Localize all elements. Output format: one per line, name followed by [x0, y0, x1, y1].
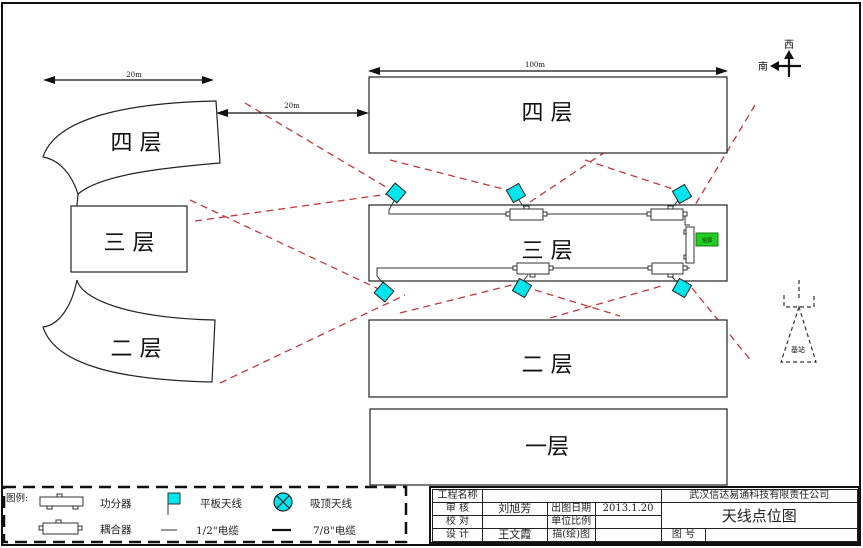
- coverage-line: [584, 159, 683, 193]
- dimension-left-label: 20m: [126, 71, 142, 79]
- base-station: 基站: [780, 280, 817, 363]
- drawing-no-label: 图 号: [660, 528, 707, 542]
- signal-source: 信源: [695, 232, 719, 247]
- main-building-4f-label: 四 层: [522, 101, 573, 126]
- main-building-3f-label: 三 层: [522, 239, 573, 264]
- scale-label: 单位比例: [546, 515, 596, 529]
- arrow-up-icon: [784, 50, 794, 59]
- coupler: [647, 262, 688, 278]
- main-building-2f: 二 层: [368, 319, 728, 398]
- dimension-gap: 20m: [216, 102, 369, 117]
- power-splitter-legend-icon: [39, 496, 84, 507]
- legend-title: 图例:: [6, 493, 29, 504]
- ceiling-antenna-legend-icon: [273, 492, 293, 512]
- panel-antenna-icon: [385, 182, 407, 204]
- legend-label-half-inch-cable: 1/2"电缆: [196, 525, 239, 537]
- legend-box: [2, 485, 408, 544]
- power-splitter: [505, 205, 548, 221]
- main-building-1f-label: 一层: [525, 435, 569, 460]
- company-name: 武汉信达易通科技有限责任公司: [660, 489, 859, 503]
- left-building-2f-label: 二 层: [111, 337, 162, 362]
- legend-label-seven-eighths-cable: 7/8"电缆: [313, 525, 356, 537]
- legend-label-power-splitter: 功分器: [100, 498, 132, 510]
- panel-antenna-icon: [511, 277, 533, 299]
- dimension-gap-label: 20m: [284, 102, 300, 110]
- legend-label-panel-antenna: 平板天线: [200, 498, 242, 510]
- panel-antenna-icon: [373, 281, 395, 303]
- signal-source-label: 信源: [702, 237, 712, 244]
- drawing-title: 天线点位图: [660, 502, 859, 529]
- project-name-label: 工程名称: [432, 489, 483, 503]
- coverage-line: [244, 102, 397, 194]
- review-value: 刘旭芳: [481, 502, 548, 516]
- coverage-line: [189, 199, 386, 293]
- coverage-line: [529, 151, 606, 203]
- left-building-4f-label: 四 层: [111, 131, 162, 156]
- coverage-line: [534, 289, 621, 317]
- panel-antenna-legend-icon: [167, 492, 181, 505]
- arrow-left-icon: [770, 61, 779, 71]
- coverage-lines: [189, 102, 756, 384]
- legend-label-coupler: 耦合器: [100, 524, 132, 536]
- date-value: 2013.1.20: [594, 502, 662, 516]
- compass-south-label: 南: [758, 60, 768, 73]
- check-label: 校 对: [432, 515, 483, 529]
- power-splitter: [646, 205, 688, 221]
- coverage-line: [691, 287, 753, 363]
- title-block-frame: [429, 486, 860, 544]
- title-block: 工程名称 武汉信达易通科技有限责任公司 审 核 刘旭芳 出图日期 2013.1.…: [432, 489, 859, 542]
- panel-antenna-icon: [671, 277, 693, 299]
- panel-antenna-icon: [505, 182, 527, 204]
- left-building-3f-label: 三 层: [104, 231, 155, 256]
- coverage-line: [399, 282, 521, 314]
- main-building-4f: 四 层: [368, 76, 728, 154]
- legend-label-ceiling-antenna: 吸顶天线: [310, 498, 352, 510]
- coverage-line: [549, 284, 666, 319]
- design-value: 王文霞: [481, 528, 548, 542]
- panel-antennas: [373, 182, 693, 303]
- compass-west-label: 西: [784, 40, 794, 51]
- dimension-main: 100m: [368, 61, 728, 75]
- drawn-label: 描(绘)图: [546, 528, 596, 542]
- review-label: 审 核: [432, 502, 483, 516]
- compass: 西 南: [758, 40, 801, 77]
- left-building-4f: 四 层: [42, 100, 221, 196]
- dimension-left: 20m: [43, 71, 214, 84]
- design-label: 设 计: [432, 528, 483, 542]
- left-building-3f: 三 层: [70, 193, 188, 273]
- coverage-line: [194, 192, 397, 222]
- date-label: 出图日期: [546, 502, 596, 516]
- main-building-1f: 一层: [369, 408, 728, 486]
- coupler: [512, 262, 554, 278]
- coverage-line: [389, 159, 516, 193]
- panel-antenna-icon: [671, 183, 693, 205]
- cable-network: [376, 195, 690, 288]
- drawing-no-value: [705, 528, 858, 542]
- scale-value: [594, 515, 662, 529]
- base-station-label: 基站: [791, 345, 805, 354]
- project-name-value: [481, 489, 662, 503]
- dimension-main-label: 100m: [525, 61, 545, 69]
- coverage-line: [219, 294, 406, 384]
- check-value: [481, 515, 548, 529]
- main-splitter: [683, 226, 695, 264]
- coupler-legend-icon: [42, 522, 79, 535]
- drawn-value: [594, 528, 662, 542]
- coverage-line: [694, 104, 756, 206]
- main-building-2f-label: 二 层: [522, 353, 573, 378]
- left-building-2f: 二 层: [42, 279, 216, 383]
